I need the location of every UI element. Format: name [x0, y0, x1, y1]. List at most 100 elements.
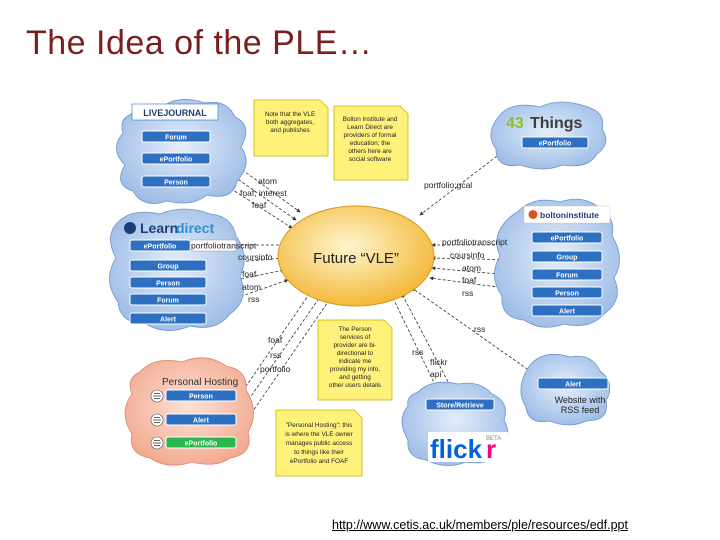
website-caption-line1: Website with	[555, 395, 606, 405]
bolton-group-pill	[531, 250, 603, 263]
note1-line3: and publishes	[270, 127, 309, 134]
things-label-portfolio-gcal: portfolio;gcal	[424, 180, 472, 190]
personal-alert-label: Alert	[193, 418, 210, 425]
personal-person-icon-lines	[153, 393, 161, 399]
note1-line1: Note that the VLE	[265, 111, 315, 118]
flickr-logo-a: flick	[430, 434, 483, 464]
bolton-person-pill	[531, 286, 603, 299]
ld-label-atom: atom	[242, 282, 261, 292]
personal-hosting-cloud: Personal Hosting Person Alert ePortfolio	[124, 357, 254, 466]
note-vle-aggregates-paper	[253, 99, 329, 157]
slide-title: The Idea of the PLE…	[26, 24, 373, 62]
personal-eportfolio-icon-lines	[153, 440, 161, 446]
note1-line2: both aggregates,	[266, 119, 314, 126]
learndirect-logo-icon	[124, 222, 136, 234]
learndirect-cloud: Learn direct ePortfolio portfoliotranscr…	[109, 208, 257, 331]
bolton-eportfolio-label: ePortfolio	[551, 236, 584, 243]
note-bolton-learndirect-paper	[333, 105, 409, 181]
flickr-beta: BETA	[486, 436, 501, 442]
personal-alert-pill	[165, 413, 237, 426]
ld-label-rss: rss	[248, 294, 259, 304]
personal-label-portfolio: portfolio	[260, 364, 291, 374]
personal-alert-icon-lines	[153, 417, 161, 423]
note3-line6: providing my info,	[330, 366, 380, 373]
learndirect-forum-pill	[129, 293, 207, 306]
note4-line1: "Personal Hosting": this	[286, 422, 353, 429]
bolton-group-label: Group	[557, 255, 578, 262]
learndirect-eportfolio-label: ePortfolio	[144, 244, 177, 251]
connector-arrows	[221, 149, 541, 431]
livejournal-eportfolio-label: ePortfolio	[160, 157, 193, 164]
note3-line3: provider are bi-	[334, 342, 377, 349]
bolton-alert-label: Alert	[559, 309, 576, 316]
flickr-label-api: api	[430, 369, 441, 379]
things43-eportfolio-pill	[521, 136, 589, 149]
personal-person-pill	[165, 389, 237, 402]
learndirect-alert-label: Alert	[160, 317, 177, 324]
website-cloud: Alert Website with RSS feed	[520, 353, 611, 426]
bolton-forum-label: Forum	[556, 273, 578, 280]
note2-line3: providers of formal	[344, 132, 397, 139]
personal-hosting-cloud-shape	[124, 357, 254, 466]
flickr-label-flickr: flickr	[430, 357, 448, 367]
bolton-label-foaf: foaf	[462, 275, 477, 285]
bolton-label-coursinfo: coursinfo	[450, 250, 485, 260]
bolton-label-rss: rss	[462, 288, 473, 298]
future-vle-ellipse	[277, 205, 435, 307]
note4-line3: manages public access	[286, 440, 352, 447]
things43-logo-word: Things	[530, 115, 583, 132]
ld-label-coursinfo: coursinfo	[238, 252, 273, 262]
bolton-forum-pill	[531, 268, 603, 281]
livejournal-forum-label: Forum	[165, 135, 187, 142]
livejournal-logo-box	[131, 103, 219, 121]
personal-label-foaf: foaf	[268, 335, 283, 345]
things43-cloud-shape	[490, 101, 607, 170]
note-vle-aggregates: Note that the VLE both aggregates, and p…	[253, 99, 329, 157]
bolton-label-atom: atom	[462, 263, 481, 273]
note2-line2: Learn Direct are	[347, 124, 393, 131]
note2-line6: social software	[349, 156, 392, 163]
learndirect-tag-box	[189, 239, 237, 252]
note2-line5: others here are	[348, 148, 392, 155]
note3-line2: services of	[340, 334, 371, 341]
bolton-cloud: boltoninstitute ePortfolio Group Forum P…	[494, 198, 620, 328]
bolton-alert-pill	[531, 304, 603, 317]
lj-label-foaf-interest: foaf; interest	[240, 188, 287, 198]
personal-hosting-heading: Personal Hosting	[162, 377, 238, 388]
source-url-link[interactable]: http://www.cetis.ac.uk/members/ple/resou…	[332, 518, 628, 532]
personal-label-rss: rss	[270, 350, 281, 360]
personal-eportfolio-label: ePortfolio	[185, 441, 218, 448]
website-alert-label: Alert	[565, 382, 582, 389]
personal-person-label: Person	[189, 394, 213, 401]
bolton-logo-icon	[528, 210, 538, 219]
things43-logo-num: 43	[506, 115, 524, 132]
bolton-person-label: Person	[555, 291, 579, 298]
learndirect-group-label: Group	[158, 264, 179, 271]
livejournal-eportfolio-pill	[141, 152, 211, 165]
website-label-rss: rss	[474, 324, 485, 334]
ld-label-foaf: foaf	[242, 269, 257, 279]
learndirect-person-pill	[129, 276, 207, 289]
flickr-store-label: Store/Retrieve	[436, 403, 484, 410]
learndirect-forum-label: Forum	[157, 298, 179, 305]
things43-cloud: 43 Things ePortfolio	[490, 101, 607, 170]
flickr-store-pill	[425, 398, 495, 411]
learndirect-person-label: Person	[156, 281, 180, 288]
note4-line4: to things like their	[294, 449, 345, 456]
note2-line1: Bolton Institute and	[343, 116, 398, 123]
flickr-logo-b: r	[486, 434, 496, 464]
note4-line5: ePortfolio and FOAF	[290, 458, 348, 465]
learndirect-logo-a: Learn	[140, 220, 178, 236]
bolton-logo: boltoninstitute	[540, 210, 599, 220]
livejournal-person-pill	[141, 175, 211, 188]
flickr-cloud: Store/Retrieve flick r BETA	[401, 381, 509, 466]
things43-eportfolio-label: ePortfolio	[539, 141, 572, 148]
livejournal-logo: LIVEJOURNAL	[143, 108, 207, 118]
bolton-label-portfoliotranscript: portfoliotranscript	[442, 237, 508, 247]
flickr-label-rss: rss	[412, 347, 423, 357]
learndirect-logo-b: direct	[176, 220, 214, 236]
livejournal-person-label: Person	[164, 180, 188, 187]
flickr-logo-box	[428, 432, 508, 462]
lj-label-atom: atom	[258, 176, 277, 186]
